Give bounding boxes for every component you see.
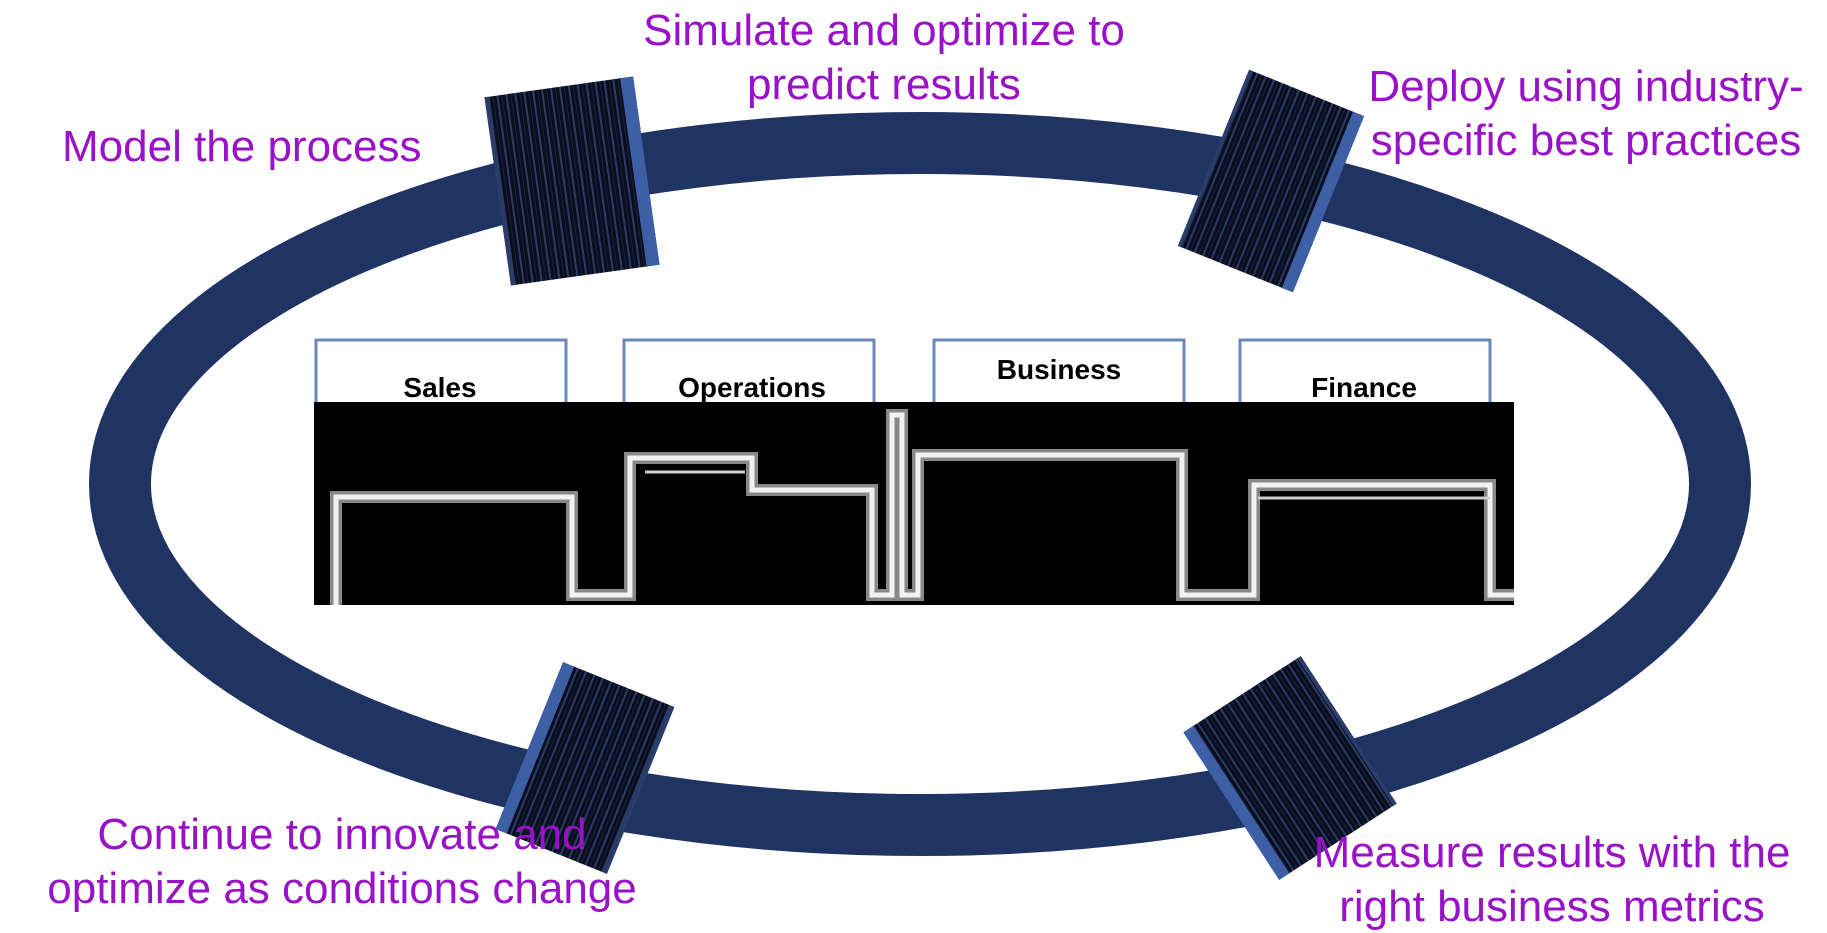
step-label-deploy: Deploy using industry- specific best pra… [1326, 60, 1827, 168]
step-label-measure-line1: Measure results with the [1313, 828, 1791, 877]
dept-label-operations: Operations [678, 372, 826, 403]
step-label-continue-line1: Continue to innovate and [97, 810, 587, 859]
ring-connector-icon [484, 76, 660, 286]
step-label-deploy-line2: specific best practices [1370, 116, 1802, 165]
step-label-model: Model the process [62, 120, 422, 174]
ring-connectors [484, 69, 1397, 880]
step-label-continue: Continue to innovate and optimize as con… [2, 808, 682, 916]
process-ring [89, 112, 1751, 856]
ring-connector-icon [1183, 656, 1397, 880]
process-flow-line [330, 409, 1514, 605]
ring-connector-icon [495, 662, 675, 874]
step-label-simulate-line1: Simulate and optimize to [643, 6, 1125, 55]
step-label-measure-line2: right business metrics [1339, 882, 1765, 931]
dept-label-business: Business [997, 354, 1122, 385]
ring-connector-icon [1177, 69, 1365, 293]
step-label-deploy-line1: Deploy using industry- [1368, 62, 1804, 111]
step-label-simulate-line2: predict results [747, 60, 1021, 109]
step-label-continue-line2: optimize as conditions change [47, 864, 637, 913]
dept-label-sales: Sales [403, 372, 476, 403]
step-label-model-text: Model the process [62, 122, 422, 171]
step-label-simulate: Simulate and optimize to predict results [584, 4, 1184, 112]
dept-label-finance: Finance [1311, 372, 1417, 403]
department-labels: Sales Operations Business Finance [403, 354, 1416, 403]
step-label-measure: Measure results with the right business … [1272, 826, 1827, 933]
